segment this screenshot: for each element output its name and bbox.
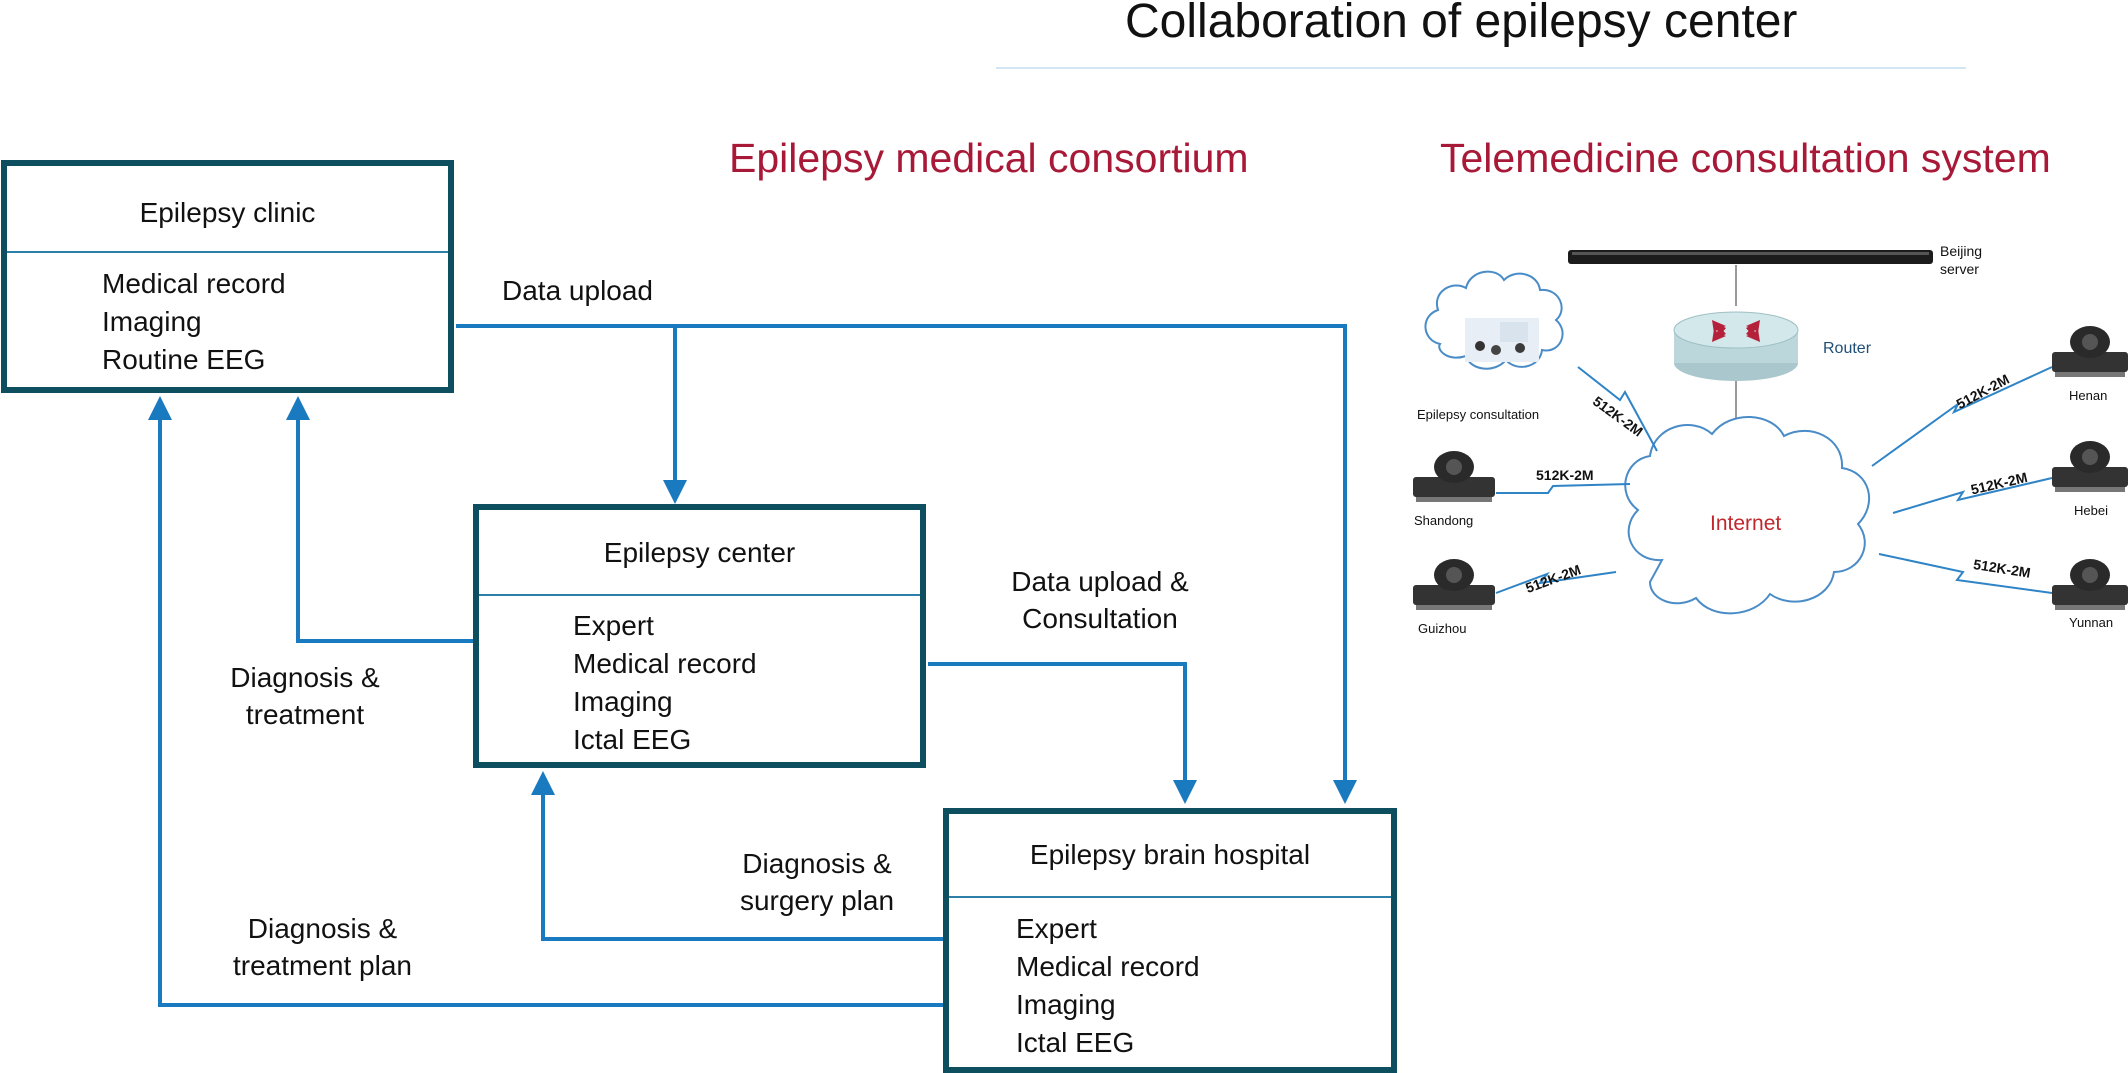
camera-henan-icon <box>2052 326 2128 377</box>
link-hebei <box>1892 477 2053 514</box>
hospital-item: Medical record <box>1016 951 1200 982</box>
title-divider <box>996 67 1966 69</box>
link-henan <box>1871 366 2053 467</box>
site-label-henan: Henan <box>2069 388 2108 403</box>
page-title-text: Collaboration of epilepsy center <box>1125 0 1798 48</box>
internet-label: Internet <box>1710 512 1782 535</box>
hospital-to-clinic-arrow <box>148 396 945 1007</box>
camera-guizhou-icon <box>1413 559 1495 610</box>
hospital-items: Expert Medical record Imaging Ictal EEG <box>1016 910 1200 1062</box>
clinic-items: Medical record Imaging Routine EEG <box>102 265 286 379</box>
consultation-arrow-to-hospital <box>928 662 1197 804</box>
telemedicine-heading: Telemedicine consultation system <box>1440 135 2051 181</box>
diagnosis-surgery-plan-label: Diagnosis & surgery plan <box>739 848 895 916</box>
server-icon <box>1568 250 1933 306</box>
hospital-divider <box>949 896 1391 898</box>
beijing-server-label: Beijing server <box>1940 243 1983 277</box>
data-upload-consultation-label: Data upload & Consultation <box>1011 566 1189 634</box>
center-item: Ictal EEG <box>573 724 692 755</box>
clinic-title: Epilepsy clinic <box>139 197 316 228</box>
site-label-yunnan: Yunnan <box>2069 615 2114 630</box>
hospital-item: Expert <box>1016 913 1097 944</box>
site-label-hebei: Hebei <box>2074 503 2108 518</box>
site-label-guizhou: Guizhou <box>1418 621 1467 636</box>
center-items: Expert Medical record Imaging Ictal EEG <box>573 607 757 759</box>
data-upload-label: Data upload <box>502 275 654 306</box>
router-icon <box>1673 311 1799 445</box>
clinic-divider <box>7 251 448 253</box>
center-title: Epilepsy center <box>603 537 796 568</box>
hospital-title: Epilepsy brain hospital <box>1029 839 1311 870</box>
link-yunnan <box>1878 553 2053 594</box>
center-item: Medical record <box>573 648 757 679</box>
center-divider <box>479 594 920 596</box>
data-upload-arrow-to-hospital <box>456 324 1357 804</box>
camera-hebei-icon <box>2052 441 2128 492</box>
clinic-item: Imaging <box>102 306 202 337</box>
link-shandong <box>1496 483 1631 494</box>
center-item: Imaging <box>573 686 673 717</box>
link-guizhou <box>1495 571 1617 594</box>
diagnosis-treatment-label: Diagnosis & treatment <box>230 662 380 730</box>
hospital-item: Ictal EEG <box>1016 1027 1135 1058</box>
consortium-heading: Epilepsy medical consortium <box>729 135 1249 181</box>
center-to-clinic-arrow <box>286 396 475 643</box>
bandwidth-label-shandong: 512K-2M <box>1536 467 1594 483</box>
internet-cloud-icon <box>1624 416 1871 615</box>
clinic-item: Medical record <box>102 268 286 299</box>
epilepsy-consultation-icon <box>1424 270 1564 370</box>
link-consultation <box>1577 366 1658 452</box>
hospital-item: Imaging <box>1016 989 1116 1020</box>
site-label-shandong: Shandong <box>1414 513 1474 528</box>
router-label: Router <box>1823 340 1872 357</box>
epilepsy-center-box: Epilepsy center Expert Medical record Im… <box>473 504 926 768</box>
epilepsy-consultation-label: Epilepsy consultation <box>1417 407 1540 422</box>
hospital-to-center-arrow <box>531 771 945 941</box>
camera-yunnan-icon <box>2052 559 2128 610</box>
epilepsy-clinic-box: Epilepsy clinic Medical record Imaging R… <box>1 160 454 393</box>
diagnosis-treatment-plan-label: Diagnosis & treatment plan <box>233 913 412 981</box>
camera-shandong-icon <box>1413 451 1495 502</box>
epilepsy-brain-hospital-box: Epilepsy brain hospital Expert Medical r… <box>943 808 1397 1073</box>
clinic-item: Routine EEG <box>102 344 266 375</box>
center-item: Expert <box>573 610 654 641</box>
